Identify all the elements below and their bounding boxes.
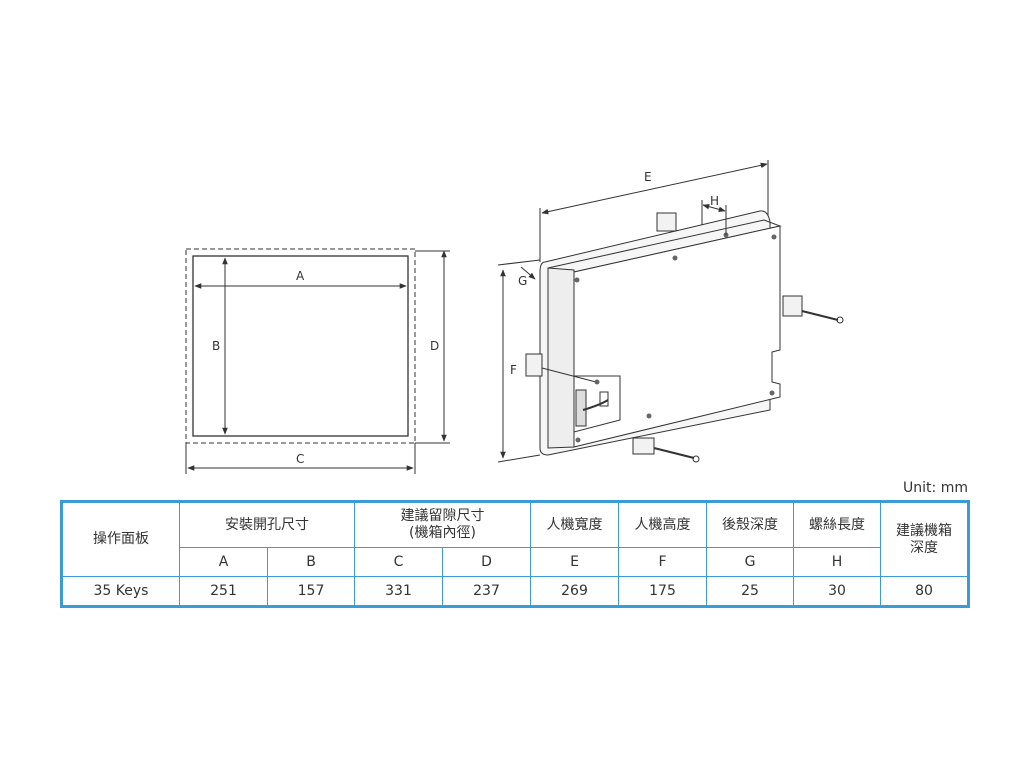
subheader-cell: C [354, 547, 443, 577]
cutout-diagram [185, 248, 450, 474]
header-height: 人機高度 [618, 501, 707, 548]
subheader-cell: G [706, 547, 794, 577]
header-clearance: 建議留隙尺寸(機箱內徑) [354, 501, 531, 548]
label-b: B [212, 339, 220, 353]
header-clearance-line2: (機箱內徑) [409, 525, 476, 541]
subheader-cell: D [442, 547, 531, 577]
label-e: E [644, 170, 652, 184]
label-a: A [296, 269, 305, 283]
subheader-cell: E [530, 547, 619, 577]
cell-value: 237 [442, 576, 531, 607]
header-clearance-line1: 建議留隙尺寸 [400, 508, 485, 524]
table-row: 35 Keys 251 157 331 237 269 175 25 30 80 [61, 576, 969, 607]
clearance-outline [185, 248, 416, 444]
header-box-depth-line2: 深度 [910, 539, 938, 556]
subheader-cell: F [618, 547, 707, 577]
label-h: H [710, 194, 719, 208]
header-width: 人機寬度 [530, 501, 619, 548]
row-panel: 35 Keys [61, 576, 180, 607]
dimension-diagram: A B C D E H G F [185, 160, 844, 474]
cell-value: 331 [354, 576, 443, 607]
header-panel: 操作面板 [61, 501, 180, 577]
header-depth: 後殼深度 [706, 501, 794, 548]
header-box-depth: 建議機箱深度 [880, 501, 969, 577]
cell-value: 30 [793, 576, 881, 607]
cell-value: 251 [179, 576, 268, 607]
label-g: G [518, 274, 527, 288]
device-diagram [497, 160, 844, 463]
cell-value: 157 [267, 576, 355, 607]
header-screw: 螺絲長度 [793, 501, 881, 548]
header-box-depth-line1: 建議機箱 [896, 522, 952, 539]
dimension-table: 操作面板 安裝開孔尺寸 建議留隙尺寸(機箱內徑) 人機寬度 人機高度 後殼深度 … [60, 500, 970, 608]
cell-value: 25 [706, 576, 794, 607]
label-f: F [510, 363, 517, 377]
subheader-row: A B C D E F G H [62, 547, 969, 577]
cell-value: 175 [618, 576, 707, 607]
header-cutout: 安裝開孔尺寸 [179, 501, 355, 548]
unit-label: Unit: mm [903, 480, 968, 496]
cutout-outline [192, 255, 409, 437]
header-row: 操作面板 安裝開孔尺寸 建議留隙尺寸(機箱內徑) 人機寬度 人機高度 後殼深度 … [61, 501, 969, 577]
label-c: C [296, 452, 304, 466]
cell-value: 80 [880, 576, 969, 607]
subheader-cell: H [793, 547, 881, 577]
subheader-cell: B [267, 547, 355, 577]
cell-value: 269 [530, 576, 619, 607]
subheader-cell: A [179, 547, 268, 577]
label-d: D [430, 339, 439, 353]
